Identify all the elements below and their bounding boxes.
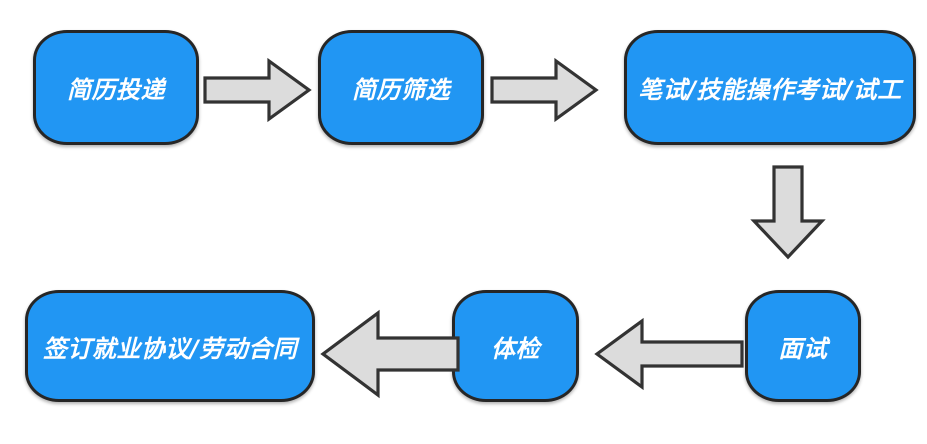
flow-node-interview[interactable]: 面试	[745, 290, 861, 402]
flow-node-written-skill-test[interactable]: 笔试/技能操作考试/试工	[624, 30, 916, 145]
flow-node-physical-exam[interactable]: 体检	[452, 290, 579, 402]
flow-node-label: 笔试/技能操作考试/试工	[638, 76, 902, 104]
flow-node-label: 签订就业协议/劳动合同	[42, 334, 298, 363]
flow-node-resume-screening[interactable]: 简历筛选	[318, 30, 484, 145]
flow-arrow-left-1	[594, 317, 744, 391]
flow-arrow-right-2	[490, 57, 599, 123]
flow-arrow-down	[746, 165, 830, 260]
flow-arrow-left-2	[320, 309, 460, 399]
flow-node-label: 体检	[491, 334, 540, 363]
flow-node-label: 简历筛选	[352, 76, 450, 104]
flow-node-label: 面试	[778, 334, 828, 363]
flow-node-sign-contract[interactable]: 签订就业协议/劳动合同	[25, 290, 315, 402]
flow-node-resume-submission[interactable]: 简历投递	[33, 30, 199, 145]
flow-arrow-right-1	[203, 57, 312, 123]
flow-node-label: 简历投递	[67, 76, 165, 104]
